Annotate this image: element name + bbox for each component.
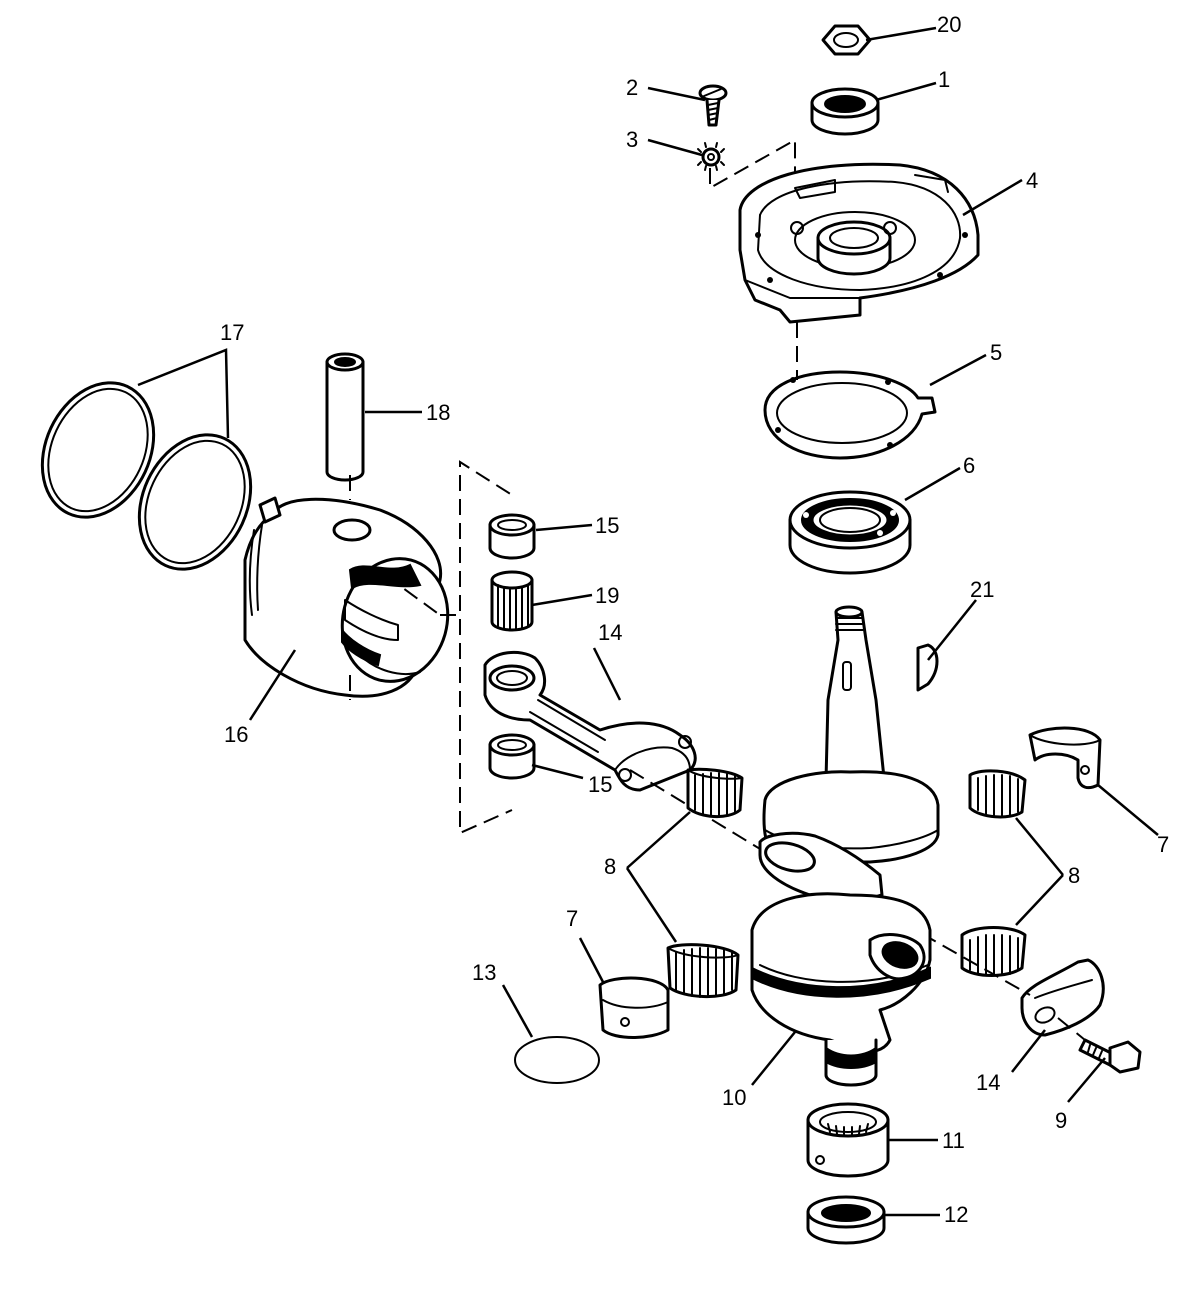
part-4-bearing-housing [738, 162, 980, 324]
callout-5: 5 [990, 340, 1002, 365]
part-5-gasket [763, 370, 937, 460]
callout-8-left: 8 [604, 854, 616, 879]
callout-2: 2 [626, 75, 638, 100]
part-8-bearing-cage-upper-right [968, 769, 1027, 819]
part-1-oil-seal [810, 87, 880, 136]
leader-lines [137, 26, 1159, 1217]
callout-labels: 20 1 2 3 4 5 6 21 7 7 8 8 9 10 11 12 13 … [220, 12, 1169, 1227]
callout-19: 19 [595, 583, 619, 608]
callout-16: 16 [224, 722, 248, 747]
part-6-ball-bearing [788, 490, 912, 575]
callout-20: 20 [937, 12, 961, 37]
part-9-cap-bolt [1078, 1038, 1142, 1074]
callout-7-right: 7 [1157, 832, 1169, 857]
callout-12: 12 [944, 1202, 968, 1227]
callout-1: 1 [938, 67, 950, 92]
part-20-lock-nut [821, 24, 872, 56]
part-15-thrust-washer-upper [488, 513, 536, 560]
part-7-bearing-half-left [598, 976, 670, 1039]
part-7-bearing-half-right [1028, 726, 1102, 790]
part-2-screw [698, 84, 728, 127]
part-11-roller-bearing [806, 1102, 890, 1178]
assembly-line-bolt [1057, 1017, 1086, 1041]
callout-8-right: 8 [1068, 863, 1080, 888]
callout-14-lower: 14 [976, 1070, 1000, 1095]
callout-7-left: 7 [566, 906, 578, 931]
callout-11: 11 [942, 1128, 965, 1153]
part-13-washer [514, 1036, 600, 1084]
part-8-bearing-cage-lower-right [960, 926, 1027, 977]
callout-4: 4 [1026, 168, 1038, 193]
callout-14-upper: 14 [598, 620, 622, 645]
callout-15-lower: 15 [588, 772, 612, 797]
part-8-bearing-cage-lower-left [666, 943, 740, 999]
part-15-thrust-washer-lower [488, 733, 536, 780]
callout-15-upper: 15 [595, 513, 619, 538]
callout-18: 18 [426, 400, 450, 425]
part-14-connecting-rod [483, 650, 697, 792]
part-19-needle-bearing [490, 570, 534, 632]
part-10-crankshaft [750, 605, 940, 1087]
callout-9: 9 [1055, 1108, 1067, 1133]
part-14-rod-cap [1020, 958, 1105, 1037]
part-16-piston [243, 496, 450, 698]
part-18-wrist-pin [325, 352, 365, 482]
callout-3: 3 [626, 127, 638, 152]
callout-6: 6 [963, 453, 975, 478]
part-17-piston-rings [40, 381, 253, 571]
assembly-line-piston-rod [440, 460, 513, 835]
assembly-line-piston-center [384, 574, 441, 616]
callout-13: 13 [472, 960, 496, 985]
part-12-lower-seal [806, 1195, 886, 1245]
part-3-lock-washer [697, 142, 725, 171]
callout-21: 21 [970, 577, 994, 602]
callout-10: 10 [722, 1085, 746, 1110]
callout-17: 17 [220, 320, 244, 345]
part-8-bearing-cage-upper-left [686, 767, 744, 818]
assembly-line-screw [709, 138, 796, 240]
